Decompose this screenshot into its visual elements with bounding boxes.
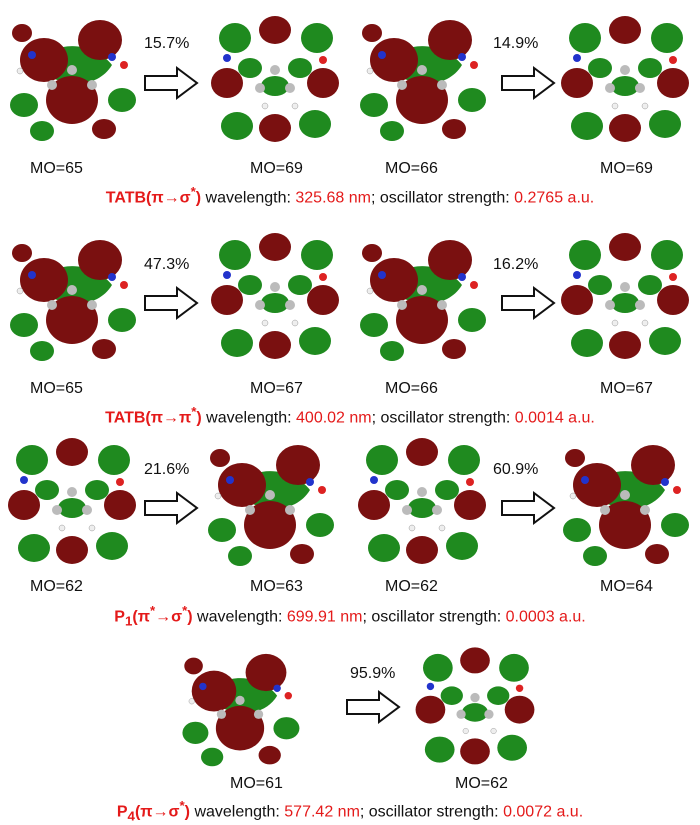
orbital-symbol-a: π <box>150 409 163 427</box>
oscillator-label: ; oscillator strength: <box>362 608 506 626</box>
oscillator-value: 0.0072 a.u. <box>503 803 584 821</box>
excitation-caption: P4(π→σ*) wavelength: 577.42 nm; oscillat… <box>116 798 584 824</box>
orbital-image <box>405 640 545 770</box>
orbital-symbol-a: π <box>137 608 150 626</box>
mo-label: MO=67 <box>250 380 303 397</box>
orbital-image <box>2 430 142 570</box>
mo-label: MO=63 <box>250 578 303 595</box>
transition-percent: 47.3% <box>144 256 190 273</box>
mo-label: MO=65 <box>30 160 83 177</box>
orbital-symbol-a: π <box>151 189 164 207</box>
wavelength-value: 325.68 nm <box>295 189 371 207</box>
orbital-image <box>352 225 492 365</box>
wavelength-value: 577.42 nm <box>284 803 360 821</box>
arrow-icon <box>144 286 199 320</box>
wavelength-label: wavelength: <box>192 608 287 626</box>
orbital-image <box>200 430 340 570</box>
mo-label: MO=61 <box>230 775 283 792</box>
oscillator-label: ; oscillator strength: <box>359 803 504 821</box>
mo-label: MO=62 <box>385 578 438 595</box>
mo-label: MO=65 <box>30 380 83 397</box>
wavelength-label: wavelength: <box>190 803 285 821</box>
oscillator-value: 0.0014 a.u. <box>514 409 595 427</box>
orbital-image <box>555 430 695 570</box>
mo-label: MO=64 <box>600 578 653 595</box>
arrow-icon <box>501 66 556 100</box>
orbital-image <box>2 5 142 145</box>
wavelength-label: wavelength: <box>201 409 297 427</box>
species-name: TATB <box>105 189 147 207</box>
oscillator-label: ; oscillator strength: <box>371 409 515 427</box>
species-name: TATB <box>105 409 146 427</box>
orbital-image <box>205 225 345 365</box>
wavelength-label: wavelength: <box>201 189 296 207</box>
orbital-image <box>555 8 695 148</box>
arrow-symbol: → <box>152 803 169 821</box>
species-name: P <box>116 803 128 821</box>
arrow-icon <box>144 66 199 100</box>
transition-percent: 60.9% <box>493 461 539 478</box>
wavelength-value: 400.02 nm <box>296 409 372 427</box>
species-name: P <box>114 608 125 626</box>
mo-label: MO=67 <box>600 380 653 397</box>
arrow-symbol: → <box>162 409 179 427</box>
mo-label: MO=62 <box>455 775 508 792</box>
oscillator-value: 0.2765 a.u. <box>514 189 595 207</box>
orbital-symbol-b: σ <box>168 803 180 821</box>
orbital-image <box>170 640 310 770</box>
orbital-symbol-b: σ <box>171 608 183 626</box>
orbital-symbol-b: σ <box>179 189 191 207</box>
orbital-image <box>352 430 492 570</box>
orbital-image <box>555 225 695 365</box>
orbital-image <box>352 5 492 145</box>
transition-percent: 15.7% <box>144 35 190 52</box>
arrow-icon <box>501 491 556 525</box>
excitation-caption: TATB(π→π*) wavelength: 400.02 nm; oscill… <box>105 404 595 427</box>
orbital-image <box>2 225 142 365</box>
transition-percent: 16.2% <box>493 256 539 273</box>
excitation-caption: P1(π*→σ*) wavelength: 699.91 nm; oscilla… <box>114 603 586 629</box>
arrow-icon <box>501 286 556 320</box>
arrow-icon <box>144 491 199 525</box>
mo-label: MO=69 <box>600 160 653 177</box>
mo-label: MO=66 <box>385 160 438 177</box>
mo-label: MO=62 <box>30 578 83 595</box>
transition-percent: 14.9% <box>493 35 539 52</box>
arrow-symbol: → <box>155 608 172 626</box>
orbital-symbol-a: π <box>140 803 153 821</box>
excitation-caption: TATB(π→σ*) wavelength: 325.68 nm; oscill… <box>105 184 595 207</box>
wavelength-value: 699.91 nm <box>286 608 363 626</box>
arrow-icon <box>346 690 401 724</box>
mo-label: MO=66 <box>385 380 438 397</box>
mo-label: MO=69 <box>250 160 303 177</box>
transition-percent: 21.6% <box>144 461 190 478</box>
orbital-image <box>205 8 345 148</box>
arrow-symbol: → <box>163 189 180 207</box>
oscillator-label: ; oscillator strength: <box>370 189 515 207</box>
orbital-symbol-b: π <box>178 409 192 427</box>
oscillator-value: 0.0003 a.u. <box>505 608 586 626</box>
transition-percent: 95.9% <box>350 665 396 682</box>
